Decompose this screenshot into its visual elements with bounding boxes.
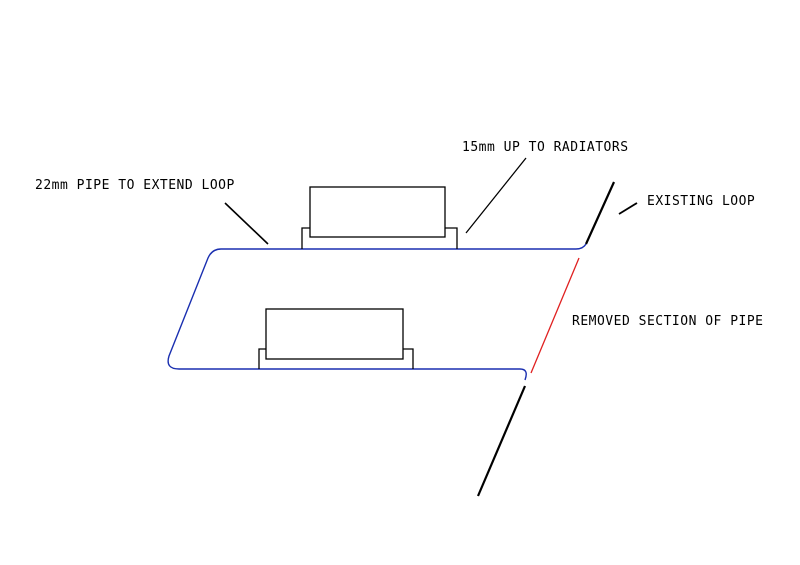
- leader-15mm: [465, 157, 527, 234]
- removed-pipe-section: [530, 257, 580, 374]
- label-15mm-up: 15mm UP TO RADIATORS: [462, 140, 629, 155]
- label-22mm-pipe: 22mm PIPE TO EXTEND LOOP: [35, 178, 235, 193]
- lower-radiator: [258, 308, 414, 369]
- leader-22mm: [224, 202, 269, 245]
- label-existing-loop: EXISTING LOOP: [647, 194, 755, 209]
- upper-radiator: [301, 186, 458, 249]
- label-removed-section: REMOVED SECTION OF PIPE: [572, 314, 764, 329]
- existing-pipe-lower: [476, 385, 527, 497]
- new-pipe-loop: [167, 243, 587, 381]
- leader-existing-loop: [618, 202, 638, 215]
- existing-pipe-upper: [584, 181, 616, 245]
